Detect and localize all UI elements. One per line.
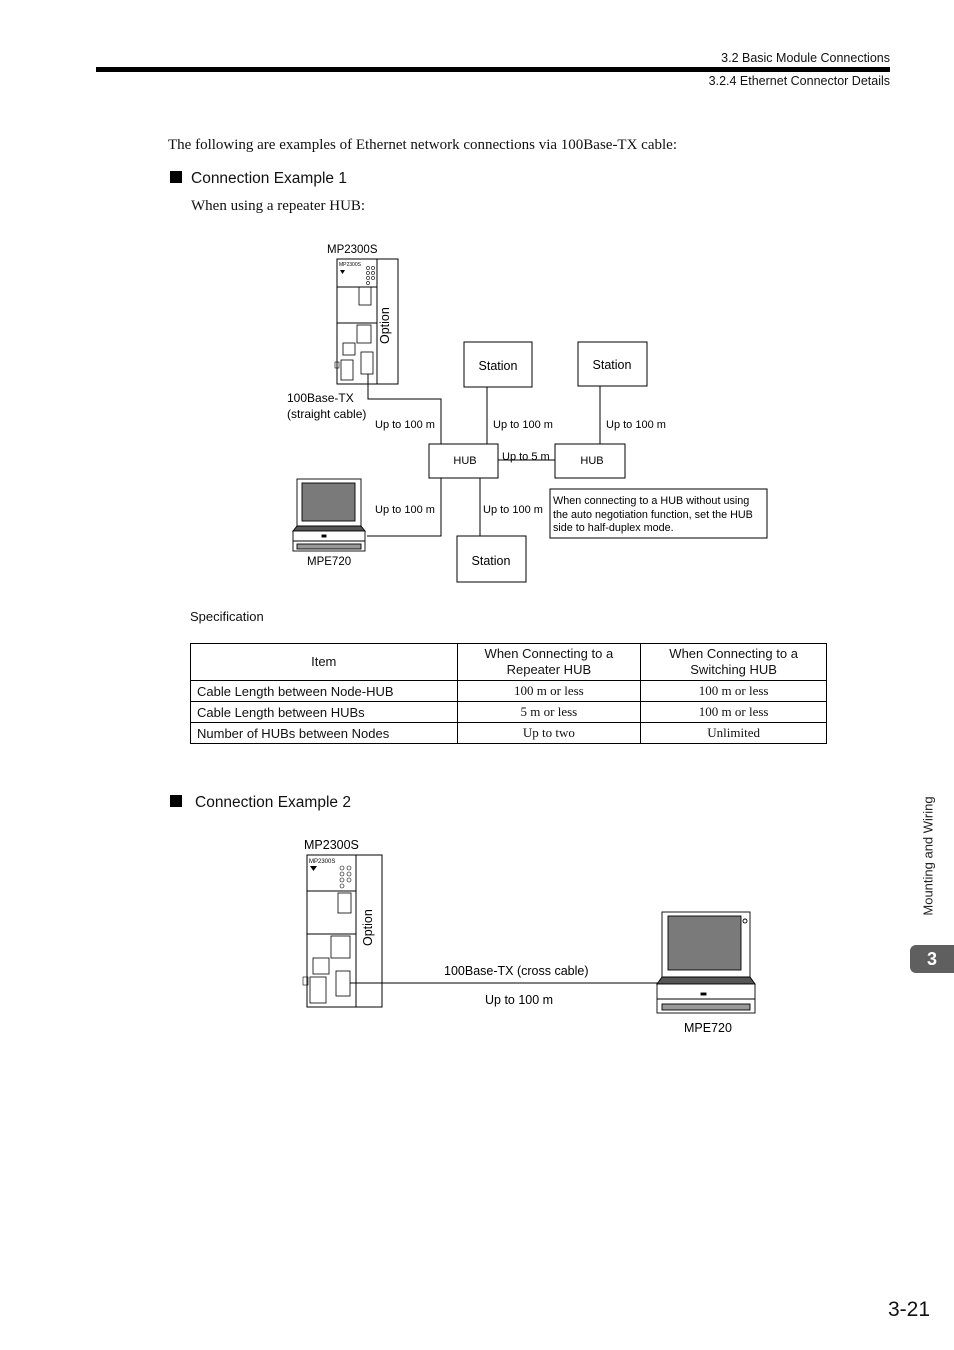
table-cell: Up to two (456, 722, 642, 744)
laptop-icon (656, 911, 756, 1014)
table-row: Cable Length between Node-HUB 100 m or l… (190, 680, 827, 702)
specification-table: Item When Connecting to a Repeater HUB W… (190, 643, 827, 744)
svg-text:Station: Station (593, 358, 632, 372)
distance-label: Up to 100 m (483, 504, 543, 516)
table-row: Cable Length between HUBs 5 m or less 10… (190, 701, 827, 723)
table-cell: Cable Length between HUBs (190, 701, 458, 723)
station-box: Station (456, 535, 527, 583)
hub-box: HUB (554, 443, 626, 479)
svg-text:Station: Station (472, 554, 511, 568)
bullet-square-icon (170, 171, 182, 183)
module-chip-label: MP2300S (309, 859, 335, 865)
example2-heading: Connection Example 2 (170, 794, 351, 812)
intro-paragraph: The following are examples of Ethernet n… (168, 137, 677, 153)
header-section: 3.2 Basic Module Connections (721, 51, 890, 65)
distance-label: Up to 100 m (606, 419, 666, 431)
column-header: When Connecting to a Switching HUB (640, 643, 827, 681)
mp2300s-module (302, 854, 383, 1008)
chapter-tab: 3 (910, 945, 954, 973)
module-chip-label: MP2300S (339, 262, 362, 268)
distance-label: Up to 5 m (502, 451, 550, 463)
chapter-side-title: Mounting and Wiring (920, 796, 936, 916)
table-cell: Number of HUBs between Nodes (190, 722, 458, 744)
svg-text:Station: Station (479, 359, 518, 373)
laptop-icon (292, 478, 366, 552)
example1-subtitle: When using a repeater HUB: (191, 198, 366, 214)
table-header-row: Item When Connecting to a Repeater HUB W… (190, 643, 827, 681)
table-cell: 100 m or less (640, 701, 827, 723)
station-box: Station (463, 341, 533, 388)
bullet-square-icon (170, 795, 182, 807)
svg-text:the auto negotiation function,: the auto negotiation function, set the H… (553, 509, 753, 521)
svg-text:side to half-duplex mode.: side to half-duplex mode. (553, 522, 674, 534)
svg-text:HUB: HUB (453, 455, 476, 467)
table-cell: 100 m or less (640, 680, 827, 702)
distance-label: Up to 100 m (485, 993, 553, 1007)
station-box: Station (577, 341, 648, 387)
table-cell: 100 m or less (456, 680, 642, 702)
connection-diagram-2: MP2300S MP2300S Option 100Base-TX (cross… (302, 838, 756, 1035)
svg-text:When connecting to a HUB witho: When connecting to a HUB without using (553, 495, 749, 507)
table-row: Number of HUBs between Nodes Up to two U… (190, 722, 827, 744)
pc-label: MPE720 (684, 1021, 732, 1035)
distance-label: Up to 100 m (493, 419, 553, 431)
specification-label: Specification (190, 609, 264, 624)
svg-text:HUB: HUB (580, 455, 603, 467)
table-cell: Cable Length between Node-HUB (190, 680, 458, 702)
cable-lines (367, 374, 601, 537)
page-number: 3-21 (887, 1298, 930, 1321)
example1-heading: Connection Example 1 (170, 170, 347, 188)
option-label: Option (361, 909, 375, 946)
distance-label: Up to 100 m (375, 504, 435, 516)
hub-box: HUB (428, 443, 499, 479)
connection-diagram-1: MP2300S MP2300S Option 100Base-TX (strai… (287, 244, 768, 583)
mp2300s-module (334, 258, 399, 385)
example2-title: Connection Example 2 (195, 794, 351, 811)
example1-title: Connection Example 1 (191, 170, 347, 187)
module-label: MP2300S (304, 838, 359, 852)
header-subsection: 3.2.4 Ethernet Connector Details (708, 74, 890, 88)
cable-label-line2: (straight cable) (287, 407, 366, 421)
column-header: Item (190, 643, 458, 681)
column-header: When Connecting to a Repeater HUB (456, 643, 642, 681)
table-cell: Unlimited (640, 722, 827, 744)
note-box: When connecting to a HUB without using t… (549, 488, 768, 539)
module-label: MP2300S (327, 244, 378, 256)
cable-label-line1: 100Base-TX (287, 391, 354, 405)
cable-label: 100Base-TX (cross cable) (444, 964, 589, 978)
header-rule (96, 67, 890, 72)
pc-label: MPE720 (307, 556, 351, 568)
table-cell: 5 m or less (456, 701, 642, 723)
option-label: Option (378, 307, 392, 344)
distance-label: Up to 100 m (375, 419, 435, 431)
